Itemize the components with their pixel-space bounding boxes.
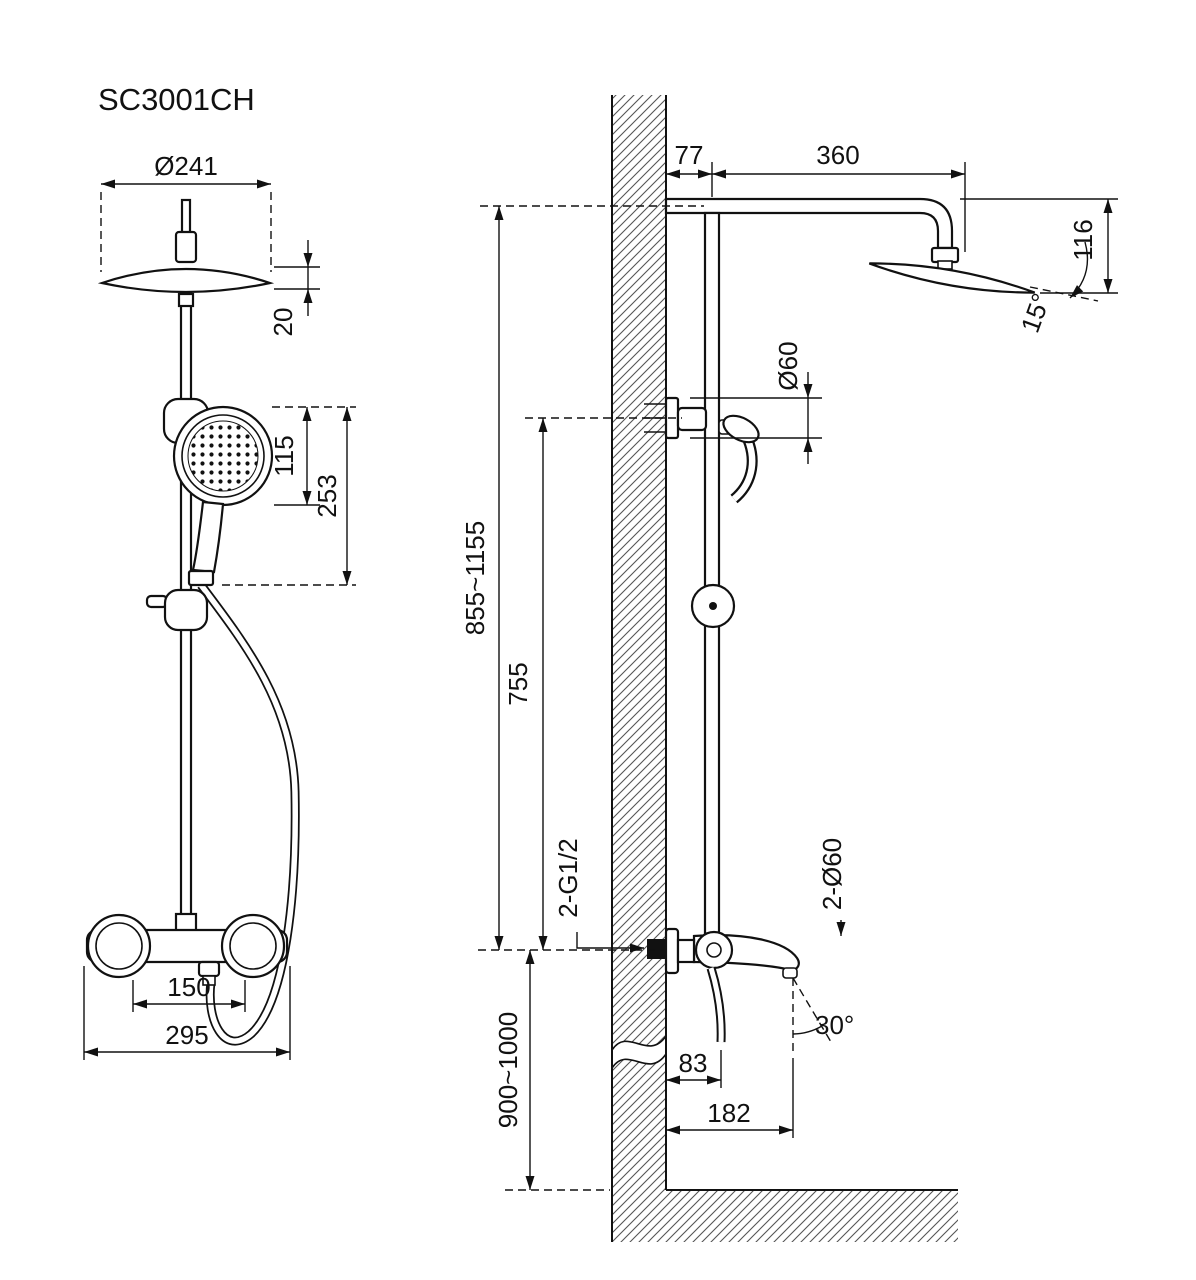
head-lower-nut	[177, 292, 195, 308]
slider-bracket	[145, 588, 209, 632]
left-knob-face	[95, 922, 143, 970]
dim-arm-reach-label: 360	[816, 140, 859, 170]
shower-hose	[197, 582, 300, 1046]
hand-shower-spray-face	[187, 420, 259, 492]
front-view: Ø241 20 115 253 150	[83, 151, 356, 1060]
dim-handle-offset-label: 83	[679, 1048, 708, 1078]
dim-wall-offset-and-reach: 77 360	[666, 140, 966, 252]
dim-head-drop: 116	[960, 198, 1118, 294]
dim-head-tilt-label: 15°	[1015, 289, 1057, 336]
escutcheon-diameter-label: 2-Ø60	[817, 838, 847, 910]
dim-mounting-height: 900~1000	[493, 950, 610, 1191]
dim-mixer-width: 295	[83, 966, 291, 1060]
overhead-shower-side	[868, 246, 1036, 294]
hand-shower-hose-nut	[187, 569, 215, 587]
dim-spout-reach: 182	[666, 1058, 794, 1138]
diverter-knob	[690, 583, 736, 629]
mixer-escutcheon	[664, 927, 680, 975]
dim-inlet-spacing: 150	[132, 972, 246, 1012]
floor-hatch	[666, 1190, 958, 1242]
dim-hand-shower-diameter-label: 115	[269, 435, 299, 476]
mixer-side	[647, 927, 800, 1043]
dim-mounting-height-label: 900~1000	[493, 1012, 523, 1128]
mixer-front	[85, 912, 289, 986]
wall-break-gap	[612, 1036, 666, 1068]
riser-pipe-side	[703, 211, 721, 937]
wall-break-wave-bottom	[611, 1053, 667, 1069]
inlet-thread-label: 2-G1/2	[553, 838, 583, 918]
mixer-wall-connector	[676, 938, 696, 964]
dim-riser-heights: 855~1155 755	[460, 205, 704, 951]
dim-mixer-width-label: 295	[165, 1020, 208, 1050]
callout-inlet-thread: 2-G1/2	[553, 838, 644, 953]
dim-head-thickness-label: 20	[268, 308, 298, 337]
dim-hand-shower-length-label: 253	[312, 474, 342, 517]
dim-wall-offset-label: 77	[675, 140, 704, 170]
wall-inlet-fitting	[647, 939, 666, 959]
dim-head-diameter: Ø241	[100, 151, 272, 272]
dim-head-drop-label: 116	[1068, 219, 1098, 260]
dim-riser-height-range-label: 855~1155	[460, 521, 490, 635]
dim-hand-shower-length: 253	[222, 407, 356, 586]
wall-break-wave-top	[611, 1035, 667, 1051]
dim-bracket-height-label: 755	[503, 662, 533, 705]
hand-shower-head-side	[722, 414, 760, 444]
wall-hatch	[612, 95, 666, 1242]
side-view: 77 360 116 15° Ø60	[460, 95, 1118, 1242]
dim-spout-reach-label: 182	[707, 1098, 750, 1128]
head-nut-side	[930, 246, 960, 264]
hand-shower-handle	[191, 500, 225, 574]
dim-inlet-spacing-label: 150	[167, 972, 210, 1002]
overhead-shower-front	[97, 198, 275, 308]
dim-head-diameter-label: Ø241	[154, 151, 218, 181]
callout-escutcheon-diameter: 2-Ø60	[817, 838, 847, 936]
right-knob-face	[229, 922, 277, 970]
model-number-label: SC3001CH	[98, 82, 255, 117]
bracket-arm	[676, 406, 708, 432]
mixer-body-cap	[706, 942, 722, 958]
head-stem	[180, 198, 192, 236]
wall-section	[611, 95, 958, 1242]
hand-shower-side	[718, 414, 760, 504]
head-nut	[174, 230, 198, 264]
dim-handle-offset: 83	[666, 1048, 722, 1088]
hose-outlet-tip	[202, 975, 216, 986]
dim-spout-swivel: 30°	[792, 977, 854, 1052]
hand-shower-front	[162, 397, 274, 587]
slider-body	[163, 588, 209, 632]
dim-spout-swivel-label: 30°	[815, 1010, 854, 1040]
dim-hand-shower-diameter: 115	[269, 406, 356, 506]
spout-outlet	[782, 967, 798, 979]
dim-bracket-diameter: Ø60	[690, 341, 822, 464]
shower-head-disc-front	[97, 267, 275, 294]
dim-head-thickness: 20	[268, 240, 320, 336]
shower-head-disc-side	[868, 262, 1036, 294]
dim-bracket-diameter-label: Ø60	[773, 341, 803, 390]
